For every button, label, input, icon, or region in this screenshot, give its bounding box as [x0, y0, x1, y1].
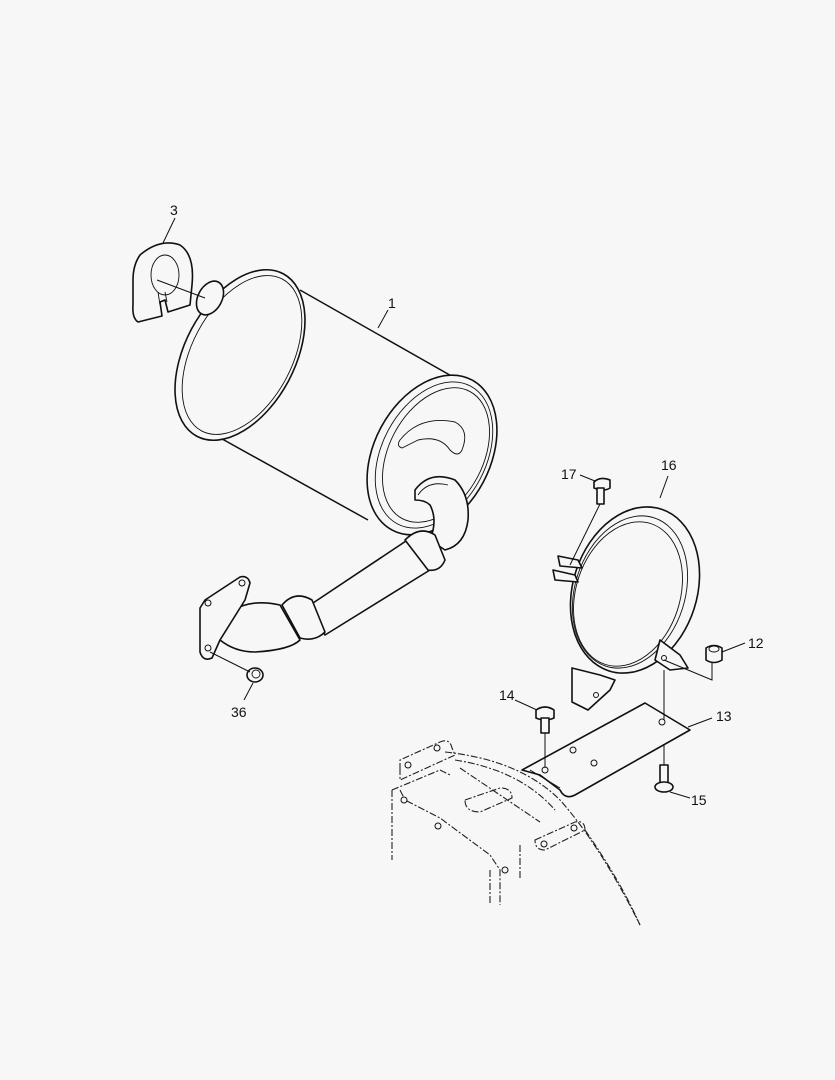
- muffler-body: [174, 268, 498, 551]
- exhaust-pipe: [199, 530, 446, 660]
- nut-12: [705, 644, 723, 664]
- callout-14: 14: [499, 687, 515, 703]
- callout-36: 36: [231, 704, 247, 720]
- callout-1: 1: [388, 295, 396, 311]
- callout-15: 15: [691, 792, 707, 808]
- callout-13: 13: [716, 708, 732, 724]
- callout-12: 12: [748, 635, 764, 651]
- engine-housing: [391, 740, 641, 926]
- callouts: 3 1 36 17 16 12 14 13 15: [162, 202, 764, 808]
- clamp-band-16: [552, 506, 701, 711]
- bracket-plate-13: [521, 702, 691, 798]
- bolt-17: [593, 477, 611, 505]
- bolt-14: [535, 706, 555, 734]
- callout-3: 3: [170, 202, 178, 218]
- callout-16: 16: [661, 457, 677, 473]
- nut-36: [246, 667, 264, 683]
- bolt-15: [654, 764, 674, 793]
- callout-17: 17: [561, 466, 577, 482]
